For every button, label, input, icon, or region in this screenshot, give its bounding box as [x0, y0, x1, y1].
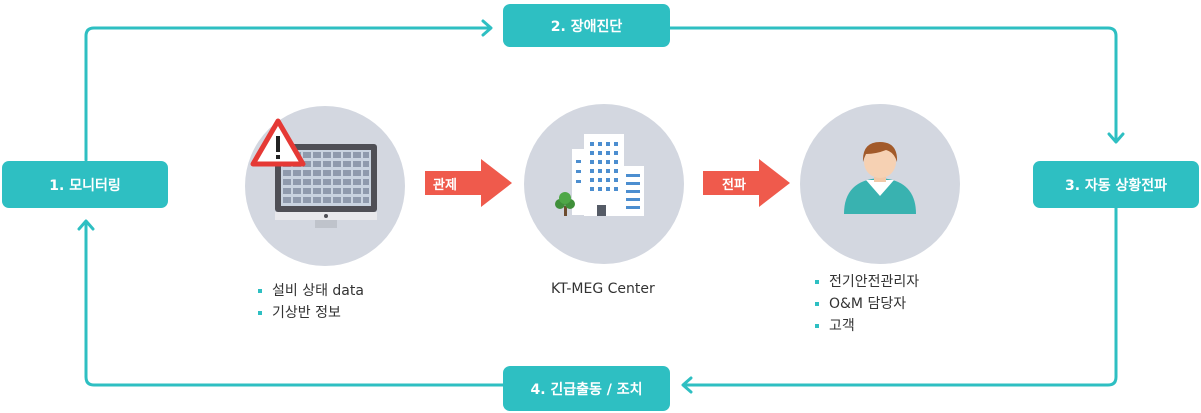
bullet-icon — [258, 289, 262, 293]
person-icon — [844, 142, 916, 214]
list-item: 전기안전관리자 — [815, 271, 919, 293]
equipment-monitor-circle — [245, 106, 405, 266]
monitoring-data-list: 설비 상태 data 기상반 정보 — [258, 280, 364, 324]
responder-list: 전기안전관리자 O&M 담당자 고객 — [815, 271, 919, 337]
kt-meg-center-circle — [524, 104, 684, 264]
bullet-icon — [815, 302, 819, 306]
monitor-warning-icon — [250, 118, 377, 228]
list-item-label: 전기안전관리자 — [829, 274, 920, 290]
list-item-label: O&M 담당자 — [829, 296, 907, 312]
bullet-icon — [815, 280, 819, 284]
list-item: O&M 담당자 — [815, 293, 919, 315]
step-auto-propagation: 3. 자동 상황전파 — [1033, 161, 1199, 208]
list-item-label: 설비 상태 data — [272, 283, 364, 299]
control-arrow — [425, 159, 512, 207]
responders-circle — [800, 104, 960, 264]
list-item: 고객 — [815, 315, 919, 337]
center-label: KT-MEG Center — [551, 281, 655, 297]
building-icon — [555, 134, 644, 216]
list-item-label: 기상반 정보 — [272, 305, 341, 321]
transmit-arrow — [703, 159, 790, 207]
transmit-arrow-label: 전파 — [722, 178, 746, 193]
list-item-label: 고객 — [829, 318, 855, 334]
step-emergency-dispatch: 4. 긴급출동 / 조치 — [503, 366, 670, 411]
list-item: 설비 상태 data — [258, 280, 364, 302]
bullet-icon — [258, 311, 262, 315]
step-diagnosis: 2. 장애진단 — [503, 4, 670, 47]
control-arrow-label: 관제 — [433, 178, 457, 193]
list-item: 기상반 정보 — [258, 302, 364, 324]
step-monitoring: 1. 모니터링 — [2, 161, 168, 208]
bullet-icon — [815, 324, 819, 328]
